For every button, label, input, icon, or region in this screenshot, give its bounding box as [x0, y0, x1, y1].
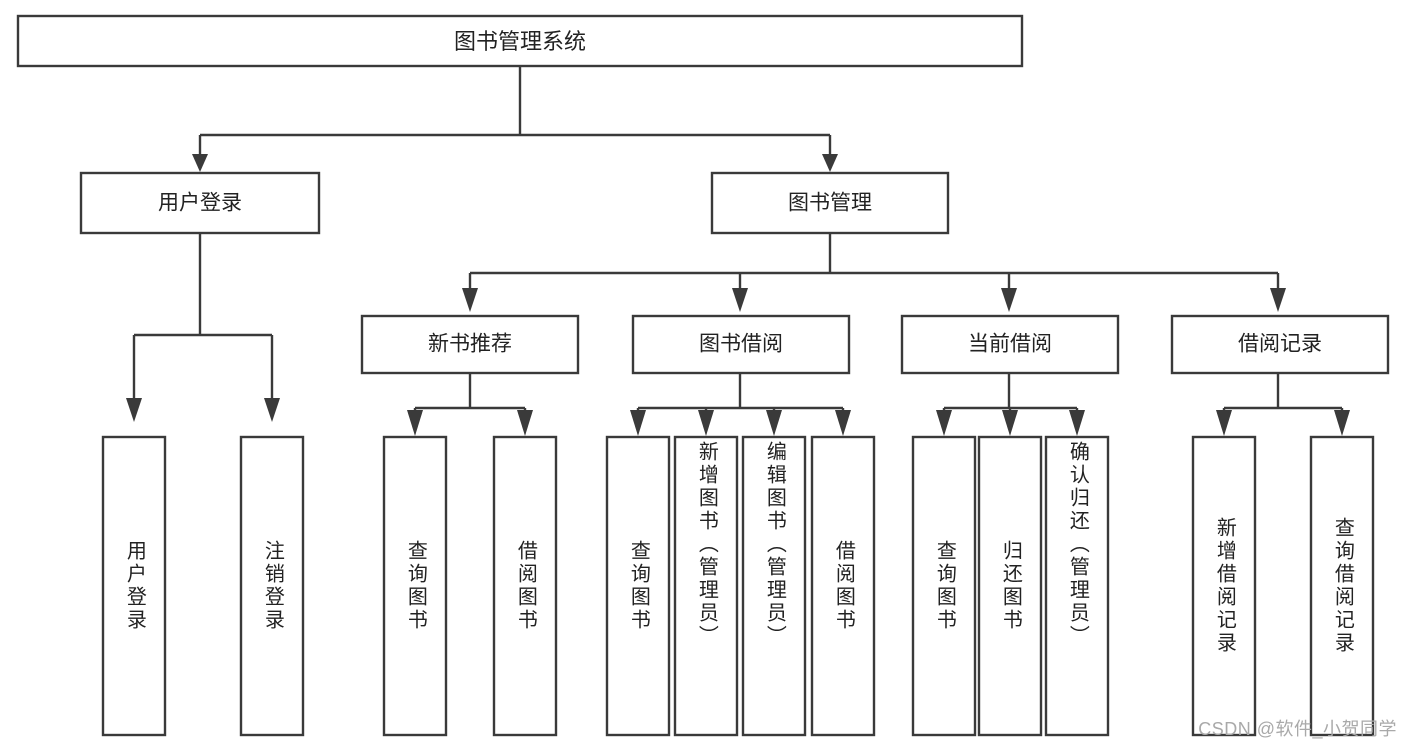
connector-group-book-manage	[462, 233, 1286, 312]
connector-group-user-login	[126, 233, 280, 422]
leaf-box-return-book[interactable]	[977, 435, 1043, 737]
arrowhead-book-borrow-leaf-1	[630, 410, 646, 436]
arrowhead-book-manage-to-current-borrow	[1001, 288, 1017, 312]
node-root[interactable]: 图书管理系统	[16, 14, 1024, 68]
node-new-book-rec-box[interactable]	[360, 314, 580, 375]
node-new-book-rec[interactable]: 新书推荐	[360, 314, 580, 375]
leaf-box-user-logout[interactable]	[239, 435, 305, 737]
arrowhead-book-borrow-leaf-3	[766, 410, 782, 436]
leaf-box-query-record[interactable]	[1309, 435, 1375, 737]
node-borrow-record-label: 借阅记录	[1238, 333, 1322, 356]
arrowhead-new-book-rec-leaf-2	[517, 410, 533, 436]
leaf-box-add-record[interactable]	[1191, 435, 1257, 737]
connector-group-root	[192, 66, 838, 172]
arrowhead-borrow-record-leaf-1	[1216, 410, 1232, 436]
csdn-watermark: CSDN @软件_小贺同学	[1198, 719, 1397, 739]
connector-group-new-book-rec	[407, 373, 533, 436]
node-book-borrow-label: 图书借阅	[699, 333, 783, 356]
leaf-box-edit-book[interactable]	[741, 435, 807, 737]
node-user-login[interactable]: 用户登录	[79, 171, 321, 235]
arrowhead-new-book-rec-leaf-1	[407, 410, 423, 436]
connector-group-borrow-record	[1216, 373, 1350, 436]
node-current-borrow-label: 当前借阅	[968, 333, 1052, 356]
leaf-box-query-book-2[interactable]	[605, 435, 671, 737]
arrowhead-book-borrow-leaf-2	[698, 410, 714, 436]
leaf-box-query-book-3[interactable]	[911, 435, 977, 737]
arrowhead-root-to-user-login	[192, 154, 208, 172]
node-root-label: 图书管理系统	[454, 29, 586, 54]
node-user-login-box[interactable]	[79, 171, 321, 235]
node-borrow-record[interactable]: 借阅记录	[1170, 314, 1390, 375]
node-root-box[interactable]	[16, 14, 1024, 68]
node-borrow-record-box[interactable]	[1170, 314, 1390, 375]
arrowhead-current-borrow-leaf-2	[1002, 410, 1018, 436]
node-current-borrow[interactable]: 当前借阅	[900, 314, 1120, 375]
arrowhead-book-manage-to-borrow-record	[1270, 288, 1286, 312]
arrowhead-book-manage-to-book-borrow	[732, 288, 748, 312]
leaf-box-query-book-1[interactable]	[382, 435, 448, 737]
node-new-book-rec-label: 新书推荐	[428, 333, 512, 356]
node-user-login-label: 用户登录	[158, 192, 242, 215]
arrowhead-borrow-record-leaf-2	[1334, 410, 1350, 436]
node-book-manage-box[interactable]	[710, 171, 950, 235]
leaf-box-borrow-book-1[interactable]	[492, 435, 558, 737]
connector-group-current-borrow	[936, 373, 1085, 436]
node-book-borrow-box[interactable]	[631, 314, 851, 375]
arrowhead-user-login-leaf-1	[126, 398, 142, 422]
arrowhead-current-borrow-leaf-1	[936, 410, 952, 436]
arrowhead-root-to-book-manage	[822, 154, 838, 172]
node-book-manage[interactable]: 图书管理	[710, 171, 950, 235]
connector-group-book-borrow	[630, 373, 851, 436]
node-book-borrow[interactable]: 图书借阅	[631, 314, 851, 375]
arrowhead-user-login-leaf-2	[264, 398, 280, 422]
arrowhead-current-borrow-leaf-3	[1069, 410, 1085, 436]
node-book-manage-label: 图书管理	[788, 192, 872, 215]
node-current-borrow-box[interactable]	[900, 314, 1120, 375]
leaf-box-user-login[interactable]	[101, 435, 167, 737]
arrowhead-book-borrow-leaf-4	[835, 410, 851, 436]
leaf-box-borrow-book-2[interactable]	[810, 435, 876, 737]
leaf-box-add-book[interactable]	[673, 435, 739, 737]
leaf-box-confirm-return[interactable]	[1044, 435, 1110, 737]
arrowhead-book-manage-to-new-book-rec	[462, 288, 478, 312]
